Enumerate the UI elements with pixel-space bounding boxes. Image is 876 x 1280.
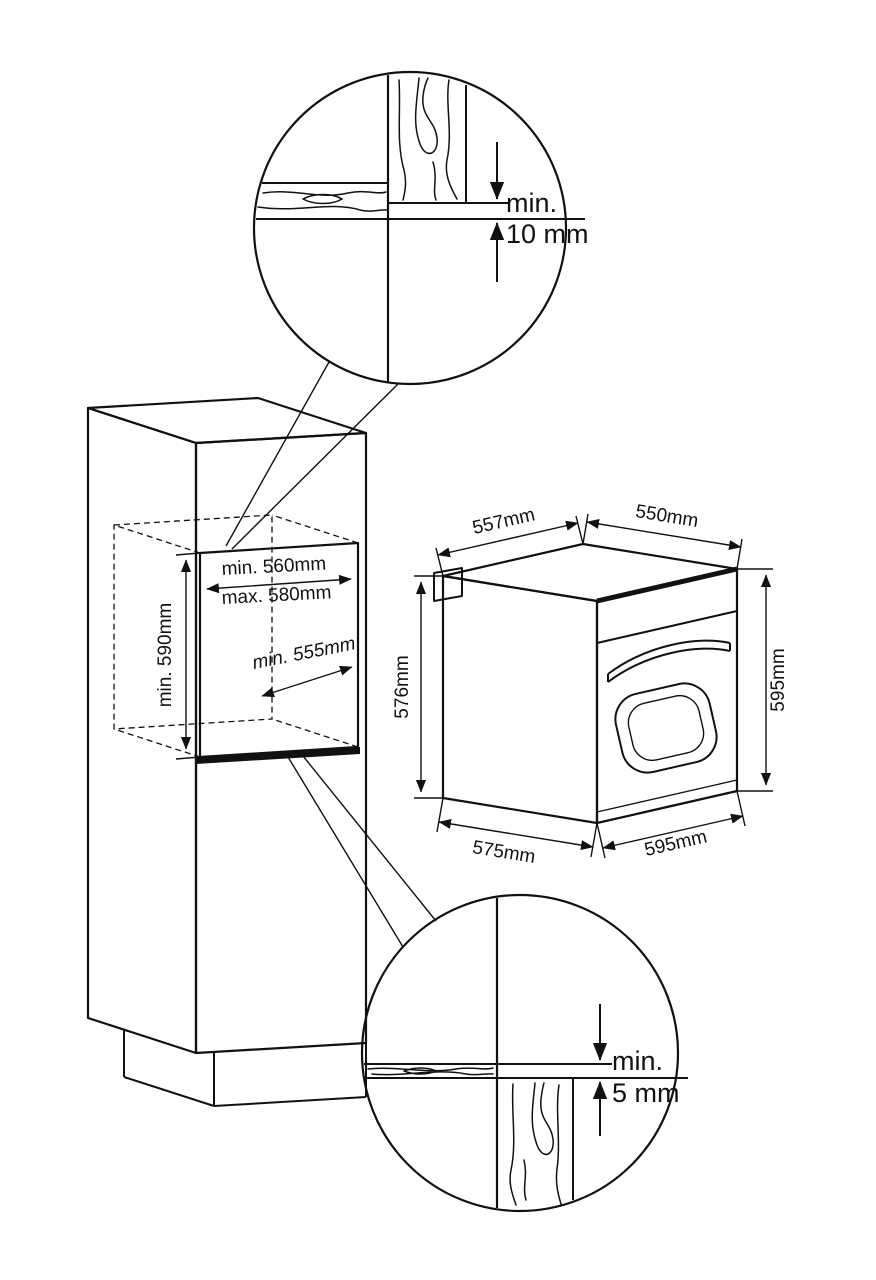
wood-grain-stroke bbox=[555, 1084, 562, 1205]
top-detail-callout: min. 10 mm bbox=[252, 70, 589, 386]
extension-line bbox=[436, 797, 444, 833]
extension-line bbox=[175, 756, 201, 760]
extension-line bbox=[582, 513, 589, 545]
oven-side-bracket bbox=[433, 567, 463, 602]
oven-front-height-label: 576mm bbox=[392, 655, 413, 718]
top-callout-circle bbox=[252, 70, 568, 386]
niche-width-arrow bbox=[206, 574, 352, 594]
oven-bottom-depth-label: 575mm bbox=[471, 837, 537, 868]
top-pointer-line bbox=[225, 361, 330, 547]
oven-top-depth-label: 557mm bbox=[471, 504, 537, 539]
oven-top-face bbox=[441, 542, 739, 603]
wood-grain-stroke bbox=[367, 1067, 494, 1072]
niche-height-label: min. 590mm bbox=[155, 603, 176, 708]
wood-grain-stroke bbox=[398, 79, 407, 201]
bottom-gap-label-value: 5 mm bbox=[612, 1078, 680, 1108]
oven-bottom-width-arrow bbox=[602, 813, 744, 851]
oven-front-top-edge bbox=[596, 566, 738, 604]
top-pointer-line bbox=[231, 383, 399, 550]
bottom-gap-label-min: min. bbox=[612, 1046, 663, 1076]
cabinet-front-face bbox=[194, 431, 368, 1055]
niche-depth-dashed bbox=[271, 718, 359, 748]
wood-grain-stroke bbox=[414, 77, 438, 155]
door-bottom-line bbox=[596, 779, 738, 813]
oven-top-width-label: 550mm bbox=[634, 501, 700, 532]
callout-pointer-lines bbox=[225, 361, 437, 948]
wood-grain-stroke bbox=[523, 1159, 527, 1201]
wood-grain-stroke bbox=[531, 1082, 554, 1156]
door-window-outer bbox=[614, 682, 718, 774]
control-panel-line bbox=[596, 610, 738, 644]
cabinet-left-face bbox=[86, 406, 198, 1055]
wood-grain-stroke bbox=[262, 190, 387, 196]
wood-grain-knot bbox=[302, 193, 344, 205]
niche-width-max-label: max. 580mm bbox=[221, 582, 332, 609]
niche-shelf-front bbox=[196, 747, 360, 764]
extension-line bbox=[435, 547, 444, 577]
wood-grain-stroke bbox=[371, 1071, 494, 1076]
niche-back-wall-dashed bbox=[113, 514, 273, 730]
bottom-callout-circle bbox=[360, 893, 680, 1213]
oven-side-face bbox=[441, 574, 599, 825]
wood-grain-knot bbox=[403, 1067, 438, 1075]
oven-bottom-depth-arrow bbox=[438, 818, 594, 851]
bottom-pointer-line bbox=[284, 751, 404, 948]
niche-depth-label: min. 555mm bbox=[251, 633, 358, 674]
bottom-detail-callout: min. 5 mm bbox=[360, 893, 688, 1213]
niche-depth-dashed bbox=[113, 524, 201, 554]
niche-depth-dashed bbox=[271, 514, 359, 544]
wood-grain-stroke bbox=[257, 205, 388, 212]
oven-drawing: 557mm 550mm 576mm 595mm 575mm 595mm bbox=[392, 501, 789, 868]
extension-line bbox=[736, 790, 746, 827]
niche-width-min-label: min. 560mm bbox=[221, 554, 326, 580]
door-handle bbox=[607, 639, 731, 675]
wood-grain-stroke bbox=[432, 161, 437, 201]
oven-top-depth-arrow bbox=[437, 520, 579, 558]
plinth-edge bbox=[213, 1096, 367, 1107]
extension-line bbox=[590, 822, 598, 858]
extension-line bbox=[736, 538, 743, 570]
bottom-pointer-line bbox=[302, 755, 437, 922]
door-window-inner bbox=[627, 694, 705, 762]
extension-line bbox=[575, 515, 584, 545]
niche-depth-dashed bbox=[113, 728, 201, 758]
plinth-edge bbox=[123, 1076, 215, 1107]
extension-line bbox=[596, 822, 606, 859]
oven-top-width-arrow bbox=[586, 518, 742, 551]
top-gap-label-min: min. bbox=[506, 188, 557, 218]
niche-depth-arrow bbox=[261, 665, 353, 698]
cabinet-drawing: min. 560mm max. 580mm min. 590mm min. 55… bbox=[86, 396, 368, 1107]
wood-grain-stroke bbox=[445, 79, 458, 200]
door-handle bbox=[607, 647, 731, 683]
top-gap-label-value: 10 mm bbox=[506, 219, 589, 249]
oven-right-height-label: 595mm bbox=[768, 648, 789, 711]
wood-grain-stroke bbox=[509, 1083, 517, 1206]
extension-line bbox=[175, 552, 201, 556]
